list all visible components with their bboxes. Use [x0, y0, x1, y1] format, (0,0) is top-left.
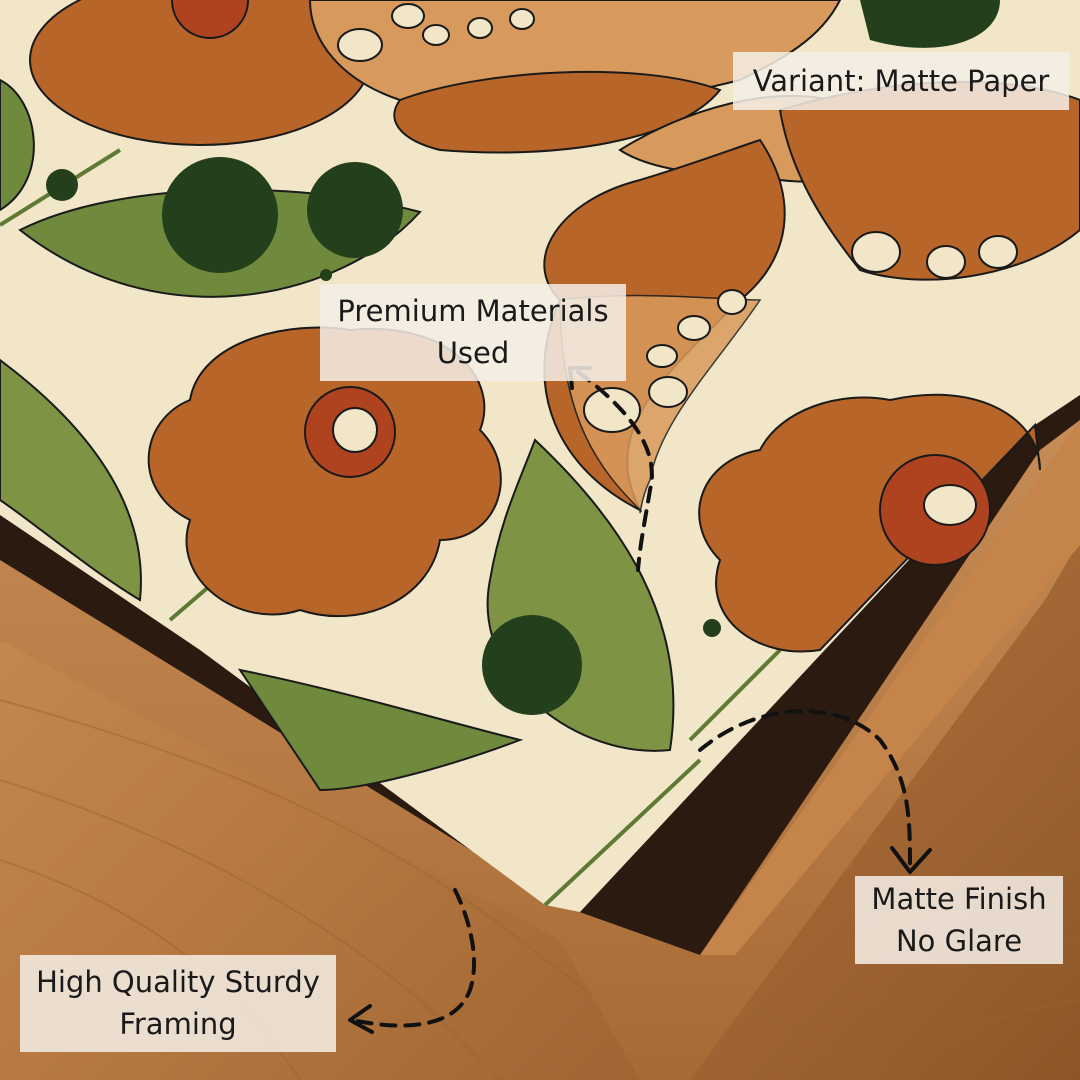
floral-artwork [0, 0, 1080, 907]
flower [147, 326, 502, 618]
matte-callout-line1: Matte Finish [871, 882, 1047, 916]
leaf [237, 668, 524, 792]
variant-callout-text: Variant: Matte Paper [752, 64, 1050, 98]
flower [698, 393, 1041, 653]
framing-callout-line1: High Quality Sturdy [36, 965, 320, 999]
variant-callout: Variant: Matte Paper [733, 52, 1069, 110]
frame-rim [700, 420, 1080, 955]
framing-callout: High Quality Sturdy Framing [20, 955, 336, 1052]
dashed-arrow-icon [350, 370, 912, 1028]
butterfly [308, 0, 1080, 514]
premium-callout-line1: Premium Materials [337, 294, 609, 328]
premium-callout-line2: Used [436, 336, 510, 370]
framing-callout-line2: Framing [119, 1007, 237, 1041]
premium-materials-callout: Premium Materials Used [320, 284, 626, 381]
leaf [0, 358, 142, 602]
leaf [0, 78, 35, 212]
matte-finish-callout: Matte Finish No Glare [855, 876, 1063, 964]
matte-callout-line2: No Glare [895, 924, 1023, 958]
